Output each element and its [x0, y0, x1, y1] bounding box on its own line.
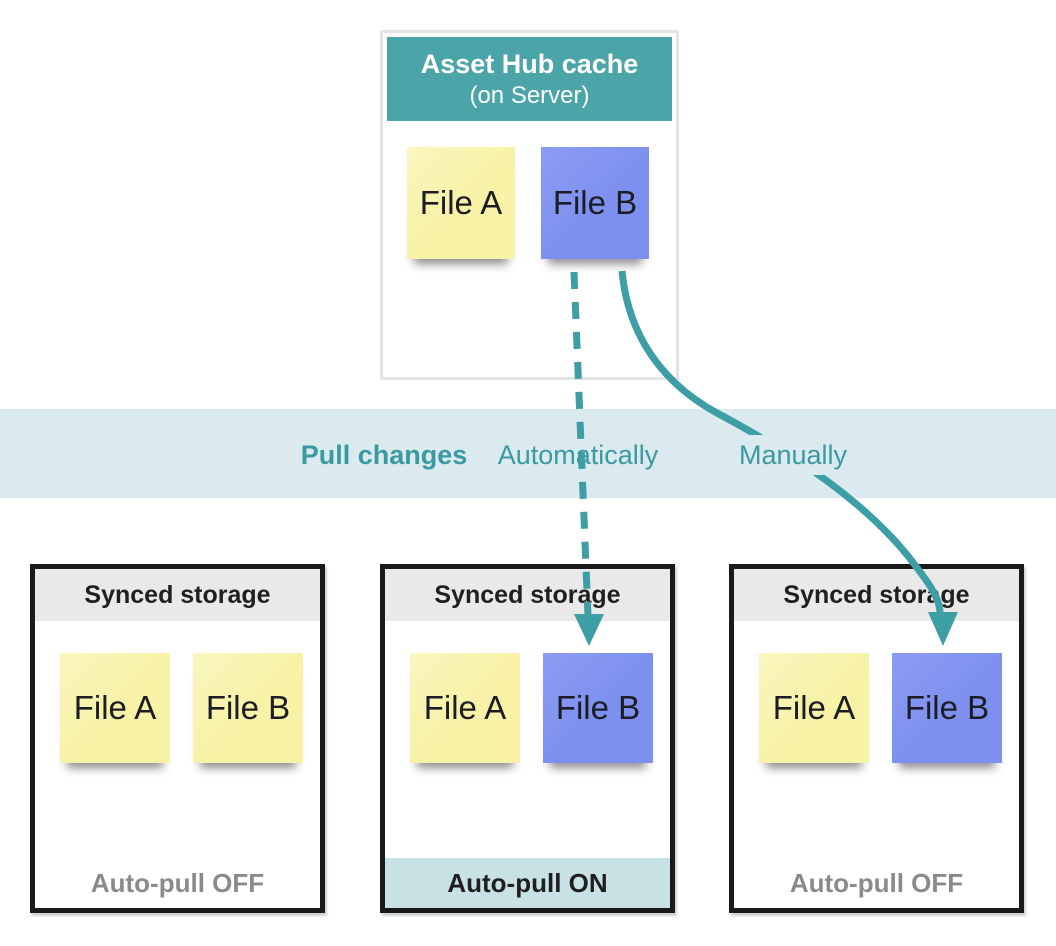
synced-storage-box-left: Synced storage File A File B Auto-pull O… [30, 564, 325, 913]
cache-title: Asset Hub cache [420, 49, 639, 79]
file-label: File B [555, 689, 641, 726]
file-label: File A [423, 689, 507, 726]
storage-header: Synced storage [35, 569, 320, 621]
auto-pull-status: Auto-pull ON [385, 858, 670, 908]
file-label: File B [205, 689, 291, 726]
asset-hub-cache-box: Asset Hub cache (on Server) File A File … [380, 30, 679, 380]
cache-header: Asset Hub cache (on Server) [387, 37, 672, 121]
file-label: File A [419, 184, 503, 221]
storage-middle-sticky-file-b: File B [543, 653, 653, 763]
storage-left-sticky-file-b: File B [193, 653, 303, 763]
storage-header: Synced storage [734, 569, 1019, 621]
storage-left-sticky-file-a: File A [60, 653, 170, 763]
auto-pull-status: Auto-pull OFF [90, 867, 265, 898]
storage-right-sticky-file-a: File A [759, 653, 869, 763]
file-label: File B [552, 184, 638, 221]
storage-middle-sticky-file-a: File A [410, 653, 520, 763]
storage-right-sticky-file-b: File B [892, 653, 1002, 763]
synced-storage-box-right: Synced storage File A File B Auto-pull O… [729, 564, 1024, 913]
file-label: File B [904, 689, 990, 726]
auto-pull-status: Auto-pull OFF [789, 867, 964, 898]
file-label: File A [73, 689, 157, 726]
synced-storage-box-middle: Synced storage File A File B Auto-pull O… [380, 564, 675, 913]
pull-changes-label: Pull changes [300, 440, 468, 470]
cache-sticky-file-b: File B [541, 147, 649, 259]
storage-header: Synced storage [385, 569, 670, 621]
manually-label: Manually [724, 435, 862, 475]
automatically-label: Automatically [497, 440, 659, 470]
cache-subtitle: (on Server) [469, 82, 590, 109]
cache-sticky-file-a: File A [407, 147, 515, 259]
file-label: File A [772, 689, 856, 726]
